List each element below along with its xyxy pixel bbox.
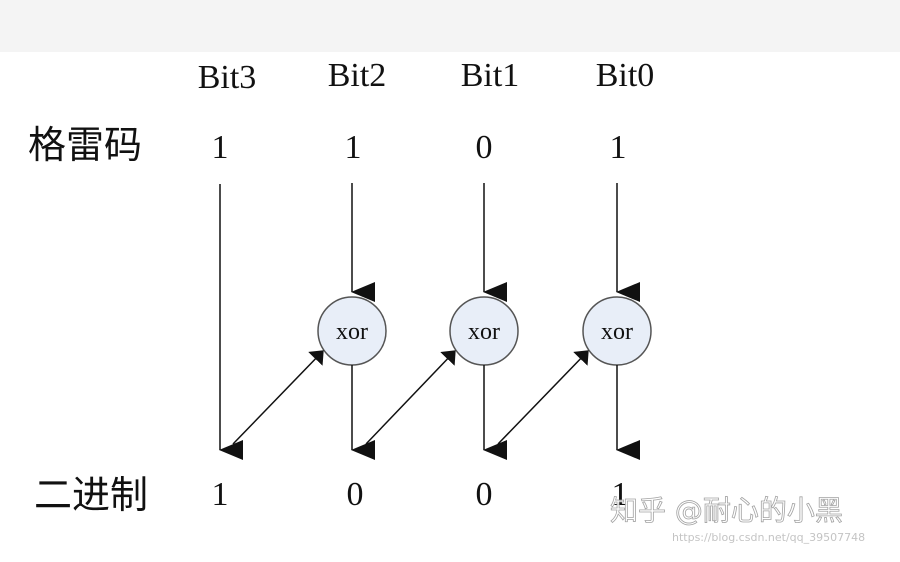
binary-bit0: 1	[612, 476, 629, 513]
top-band	[0, 0, 900, 52]
xor-gate-bit2: xor	[317, 296, 387, 366]
gray-bit1: 0	[476, 129, 493, 166]
binary-label: 二进制	[34, 473, 148, 517]
arrow-binary-bit3-to-xor-bit2	[232, 350, 324, 445]
header-bit2: Bit2	[328, 57, 387, 94]
xor-gate-bit1: xor	[449, 296, 519, 366]
xor-gate-bit1-label: xor	[468, 319, 500, 345]
gray-bit2: 1	[345, 129, 362, 166]
arrow-binary-bit2-to-xor-bit1	[365, 350, 456, 445]
arrow-binary-bit1-to-xor-bit0	[497, 350, 589, 445]
header-bit3: Bit3	[198, 59, 257, 96]
binary-bit2: 0	[347, 476, 364, 513]
gray-code-label: 格雷码	[28, 123, 142, 167]
gray-bit0: 1	[610, 129, 627, 166]
header-bit1: Bit1	[461, 57, 520, 94]
binary-bit3: 1	[212, 476, 229, 513]
xor-gate-bit2-label: xor	[336, 319, 368, 345]
xor-gate-bit0: xor	[582, 296, 652, 366]
header-bit0: Bit0	[596, 57, 655, 94]
binary-bit1: 0	[476, 476, 493, 513]
xor-gate-bit0-label: xor	[601, 319, 633, 345]
gray-bit3: 1	[212, 129, 229, 166]
watermark-url: https://blog.csdn.net/qq_39507748	[672, 531, 865, 544]
watermark-text: 知乎 @耐心的小黑	[610, 494, 843, 527]
